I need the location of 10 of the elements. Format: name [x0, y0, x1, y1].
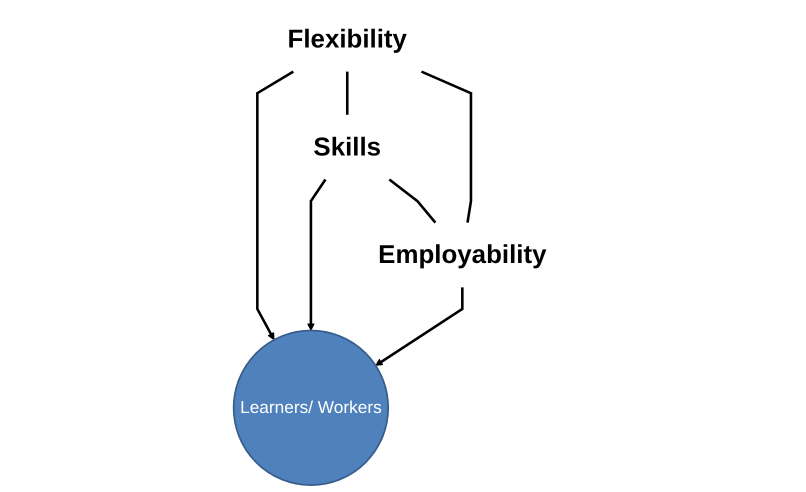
- connector: [346, 72, 349, 115]
- arrow: [307, 178, 327, 331]
- node-circle: Learners/ Workers: [232, 330, 390, 486]
- connector: [420, 70, 472, 223]
- node-text: Employability: [378, 240, 546, 270]
- arrow: [256, 70, 294, 340]
- node-text: Flexibility: [288, 25, 407, 54]
- node-text: Skills: [313, 132, 382, 162]
- arrow: [375, 287, 464, 366]
- connector: [388, 178, 436, 224]
